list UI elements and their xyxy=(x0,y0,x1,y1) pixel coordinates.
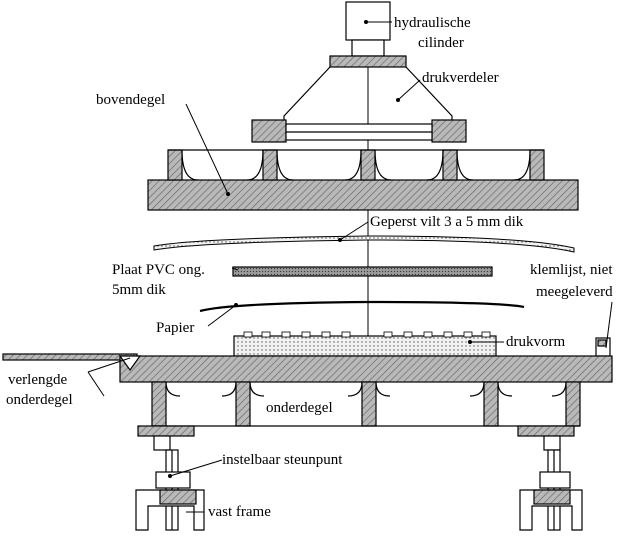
label-felt: Geperst vilt 3 a 5 mm dik xyxy=(370,214,524,230)
label-cylinder-line2: cilinder xyxy=(418,35,464,51)
label-clamp-line1: klemlijst, niet xyxy=(530,262,613,278)
label-paper: Papier xyxy=(156,320,194,336)
label-pvc-line1: Plaat PVC ong. xyxy=(112,262,205,278)
label-lower-platen: onderdegel xyxy=(266,400,333,416)
label-upper-platen: bovendegel xyxy=(96,92,165,108)
printing-form xyxy=(233,331,497,357)
label-support: instelbaar steunpunt xyxy=(222,452,343,468)
label-clamp-line2: meegeleverd xyxy=(536,284,613,300)
pvc-sheet xyxy=(232,266,493,277)
label-distributor: drukverdeler xyxy=(422,70,499,86)
fixed-frame-right xyxy=(519,489,583,531)
pressure-distributor xyxy=(251,66,467,143)
fixed-frame-left xyxy=(135,489,205,531)
label-extended-line2: onderdegel xyxy=(6,392,73,408)
leader-lines xyxy=(87,21,613,513)
felt-layer xyxy=(153,235,575,253)
label-extended-line1: verlengde xyxy=(8,372,67,388)
extended-lower-platen xyxy=(2,353,138,361)
lower-platen xyxy=(118,355,613,427)
label-mould: drukvorm xyxy=(506,334,565,350)
label-cylinder-line1: hydraulische xyxy=(394,15,471,31)
hydraulic-cylinder xyxy=(329,1,407,68)
label-pvc-line2: 5mm dik xyxy=(112,282,166,298)
upper-platen xyxy=(147,149,579,211)
label-frame: vast frame xyxy=(208,504,271,520)
paper-layer xyxy=(199,300,525,313)
